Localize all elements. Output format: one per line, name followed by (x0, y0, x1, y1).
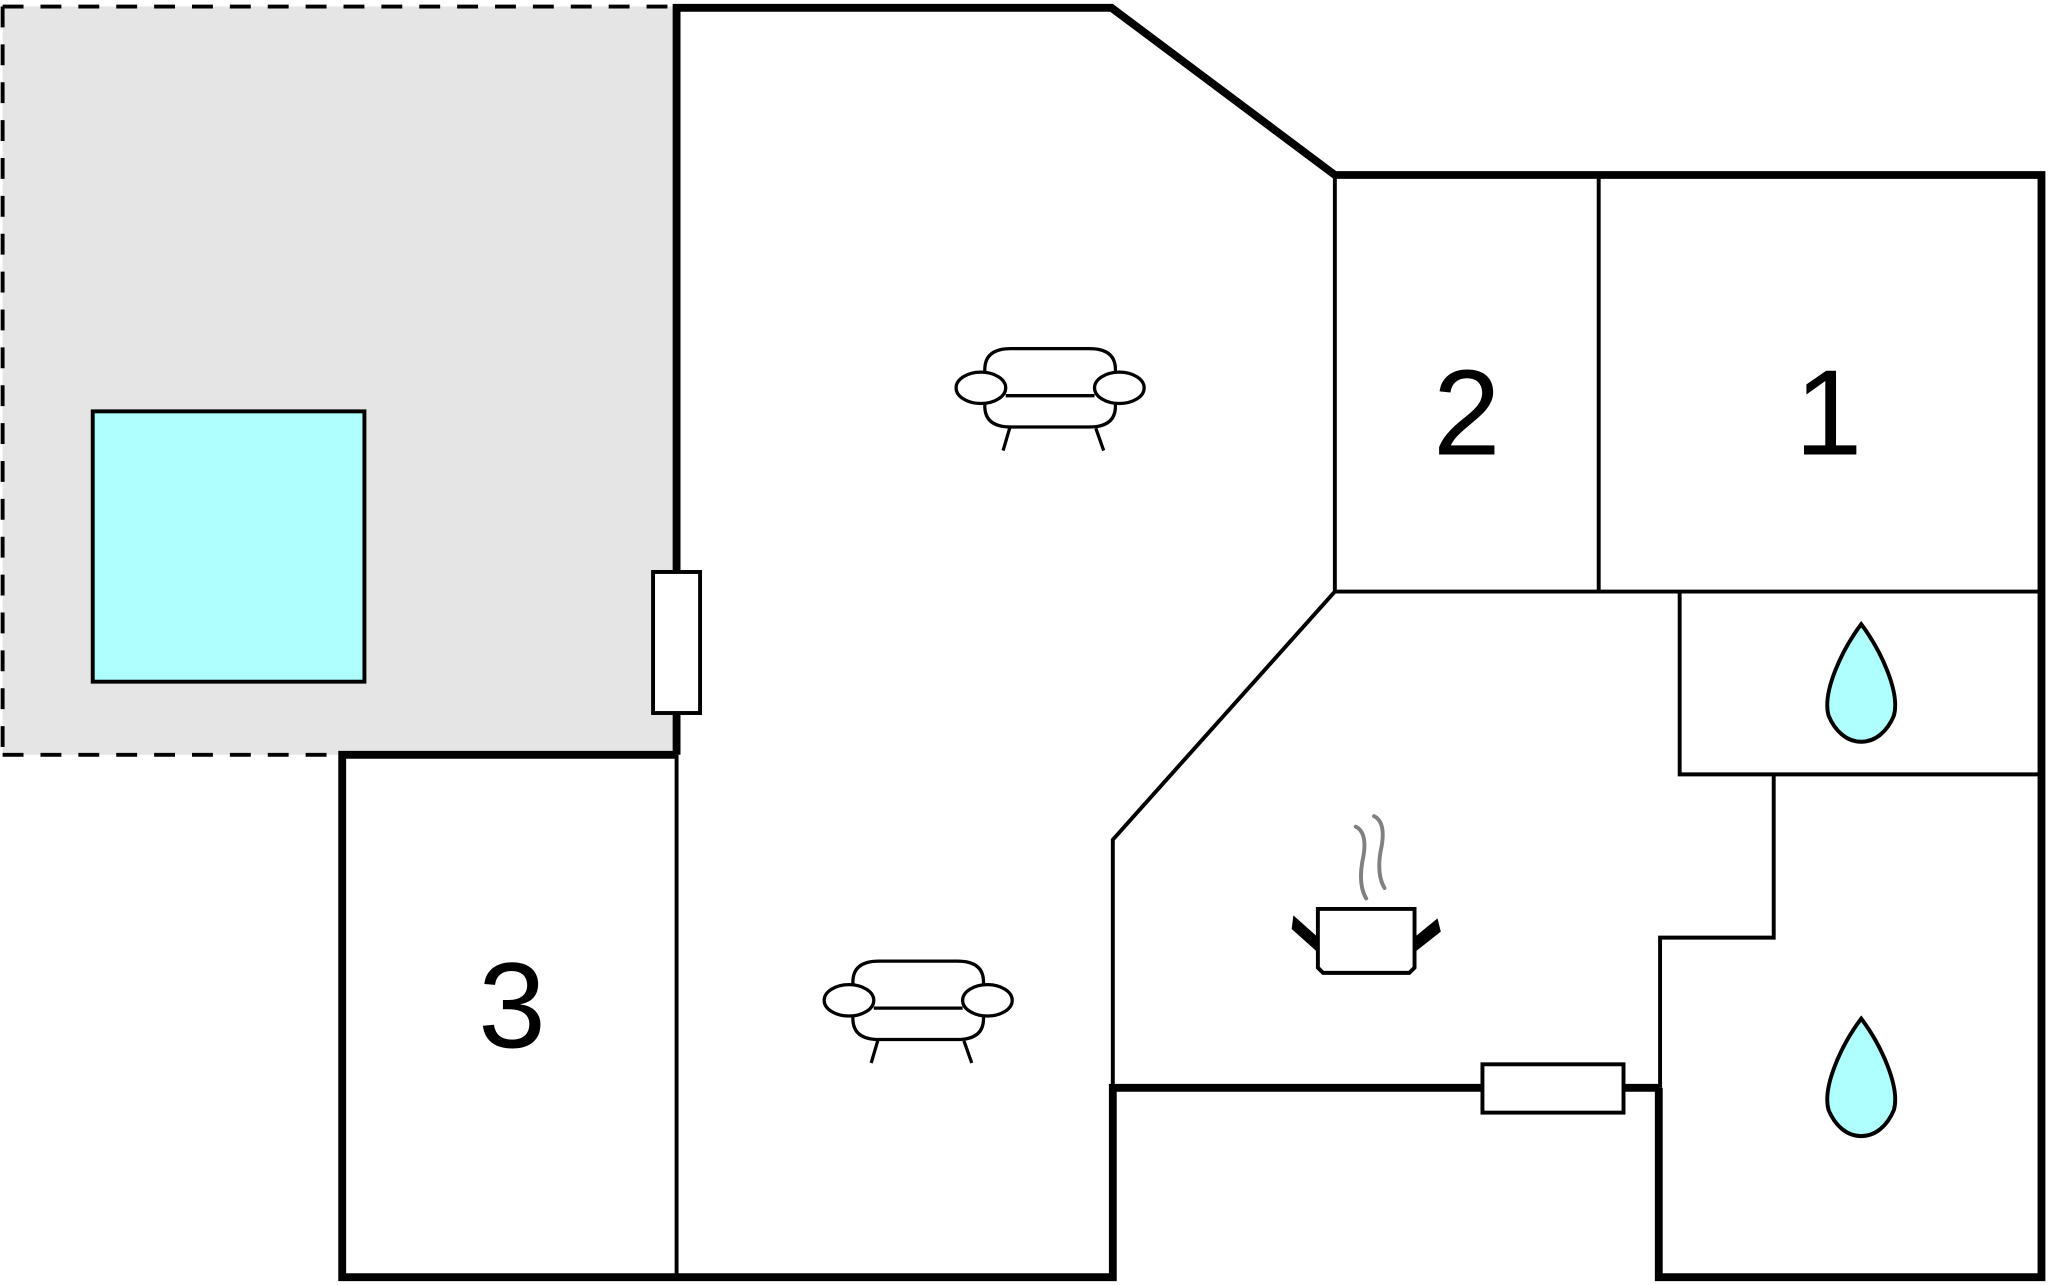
door-terrace (651, 570, 703, 715)
exterior-walls (338, 3, 2046, 1282)
room-label-2: 2 (1433, 345, 1501, 481)
pool (90, 409, 367, 684)
cooking-pot-icon (1291, 814, 1441, 975)
door-entrance (1480, 1062, 1626, 1115)
sofa-icon (822, 959, 1014, 1064)
room-label-1: 1 (1795, 345, 1863, 481)
sofa-icon (954, 347, 1146, 452)
interior-walls (674, 174, 2042, 1278)
water-drop-icon (1825, 1015, 1897, 1139)
room-label-3: 3 (478, 938, 546, 1074)
water-drop-icon (1825, 620, 1897, 744)
